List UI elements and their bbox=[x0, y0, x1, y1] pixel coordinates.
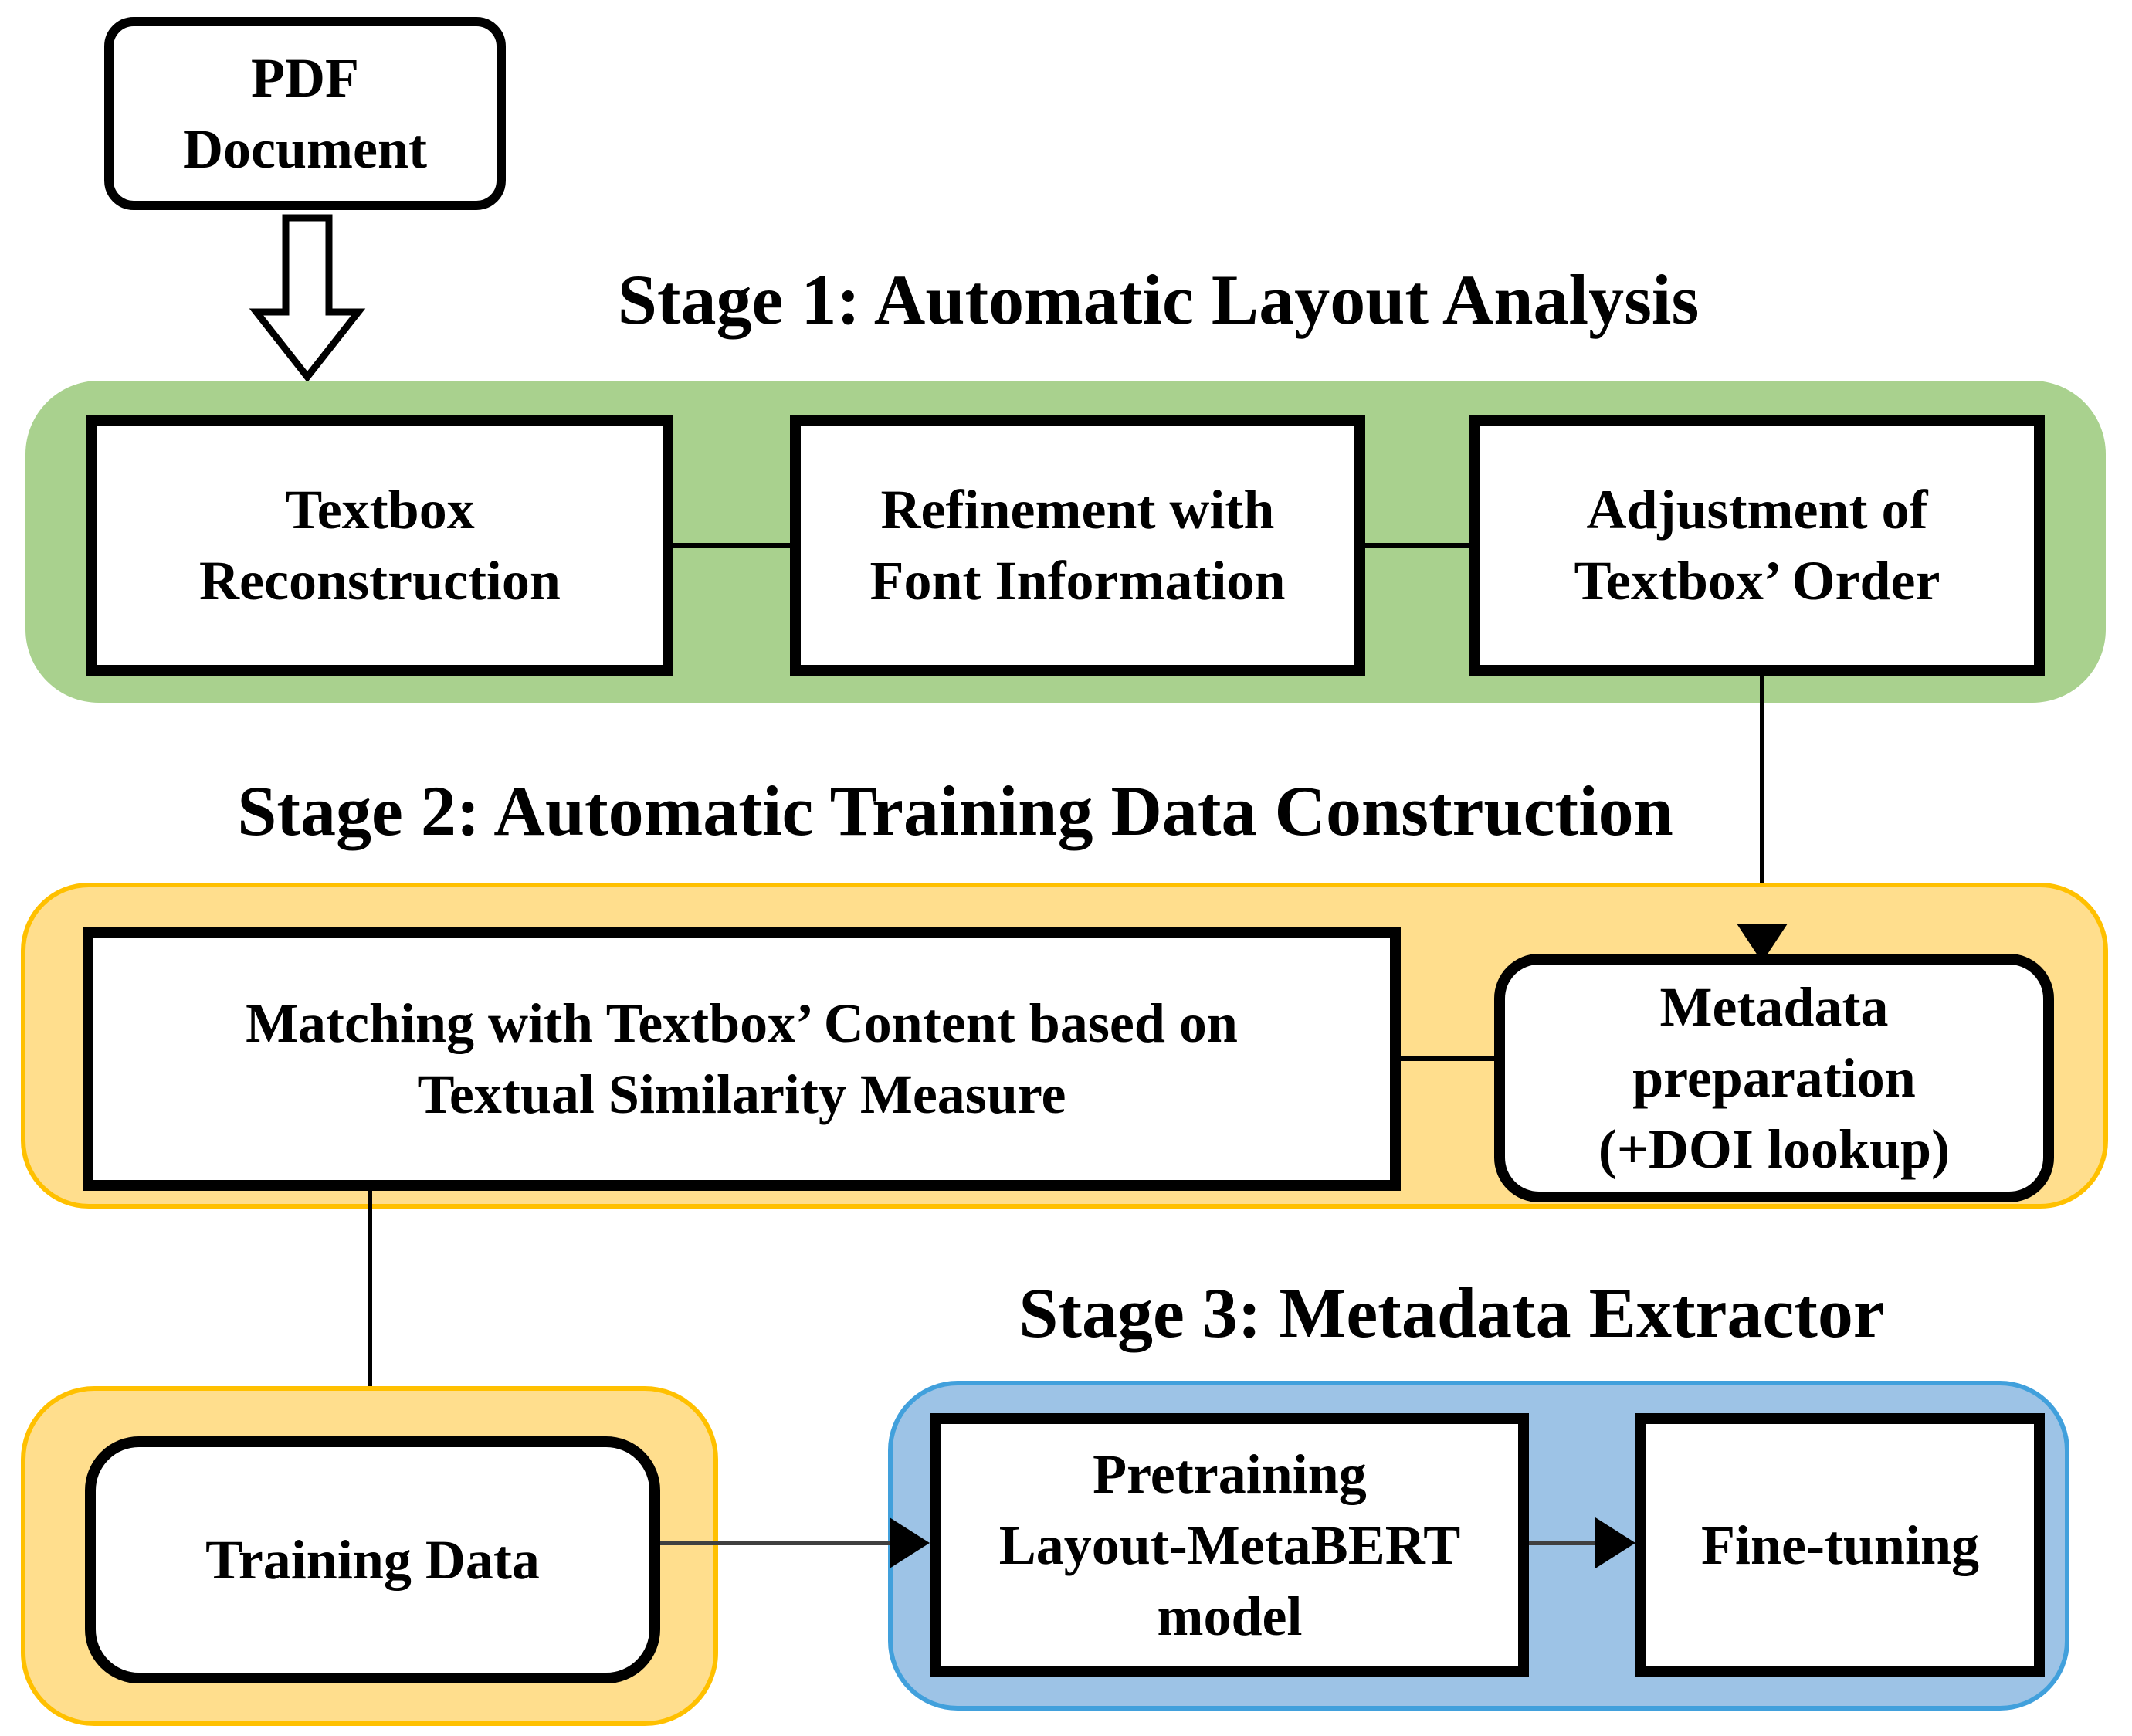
refinement-font-information-node: Refinement with Font Information bbox=[790, 415, 1365, 676]
connector-training-to-pretraining bbox=[660, 1541, 892, 1545]
fine-tuning-node: Fine-tuning bbox=[1635, 1413, 2045, 1677]
metadata-preparation-node: Metadata preparation (+DOI lookup) bbox=[1494, 954, 2054, 1202]
connector-matching-metadata bbox=[1401, 1056, 1494, 1061]
pdf-to-stage1-arrow bbox=[249, 214, 366, 383]
arrowhead-into-pretraining bbox=[890, 1517, 930, 1568]
matching-textbox-content-node: Matching with Textbox’ Content based on … bbox=[83, 927, 1401, 1191]
connector-matching-to-training bbox=[368, 1191, 372, 1403]
connector-pretraining-finetuning bbox=[1529, 1541, 1600, 1545]
textbox-reconstruction-node: Textbox Reconstruction bbox=[86, 415, 673, 676]
connector-refinement-adjustment bbox=[1365, 543, 1469, 548]
connector-adjustment-to-metadata bbox=[1760, 676, 1764, 931]
stage1-title: Stage 1: Automatic Layout Analysis bbox=[617, 260, 1700, 339]
connector-reconstruction-refinement bbox=[673, 543, 790, 548]
pretraining-layout-metabert-node: Pretraining Layout-MetaBERT model bbox=[930, 1413, 1529, 1677]
pdf-document-node: PDF Document bbox=[104, 17, 506, 210]
stage3-title: Stage 3: Metadata Extractor bbox=[1019, 1273, 1885, 1352]
training-data-node: Training Data bbox=[85, 1436, 660, 1683]
adjustment-textbox-order-node: Adjustment of Textbox’ Order bbox=[1469, 415, 2045, 676]
arrowhead-into-finetuning bbox=[1595, 1517, 1635, 1568]
stage2-title: Stage 2: Automatic Training Data Constru… bbox=[237, 771, 1673, 850]
